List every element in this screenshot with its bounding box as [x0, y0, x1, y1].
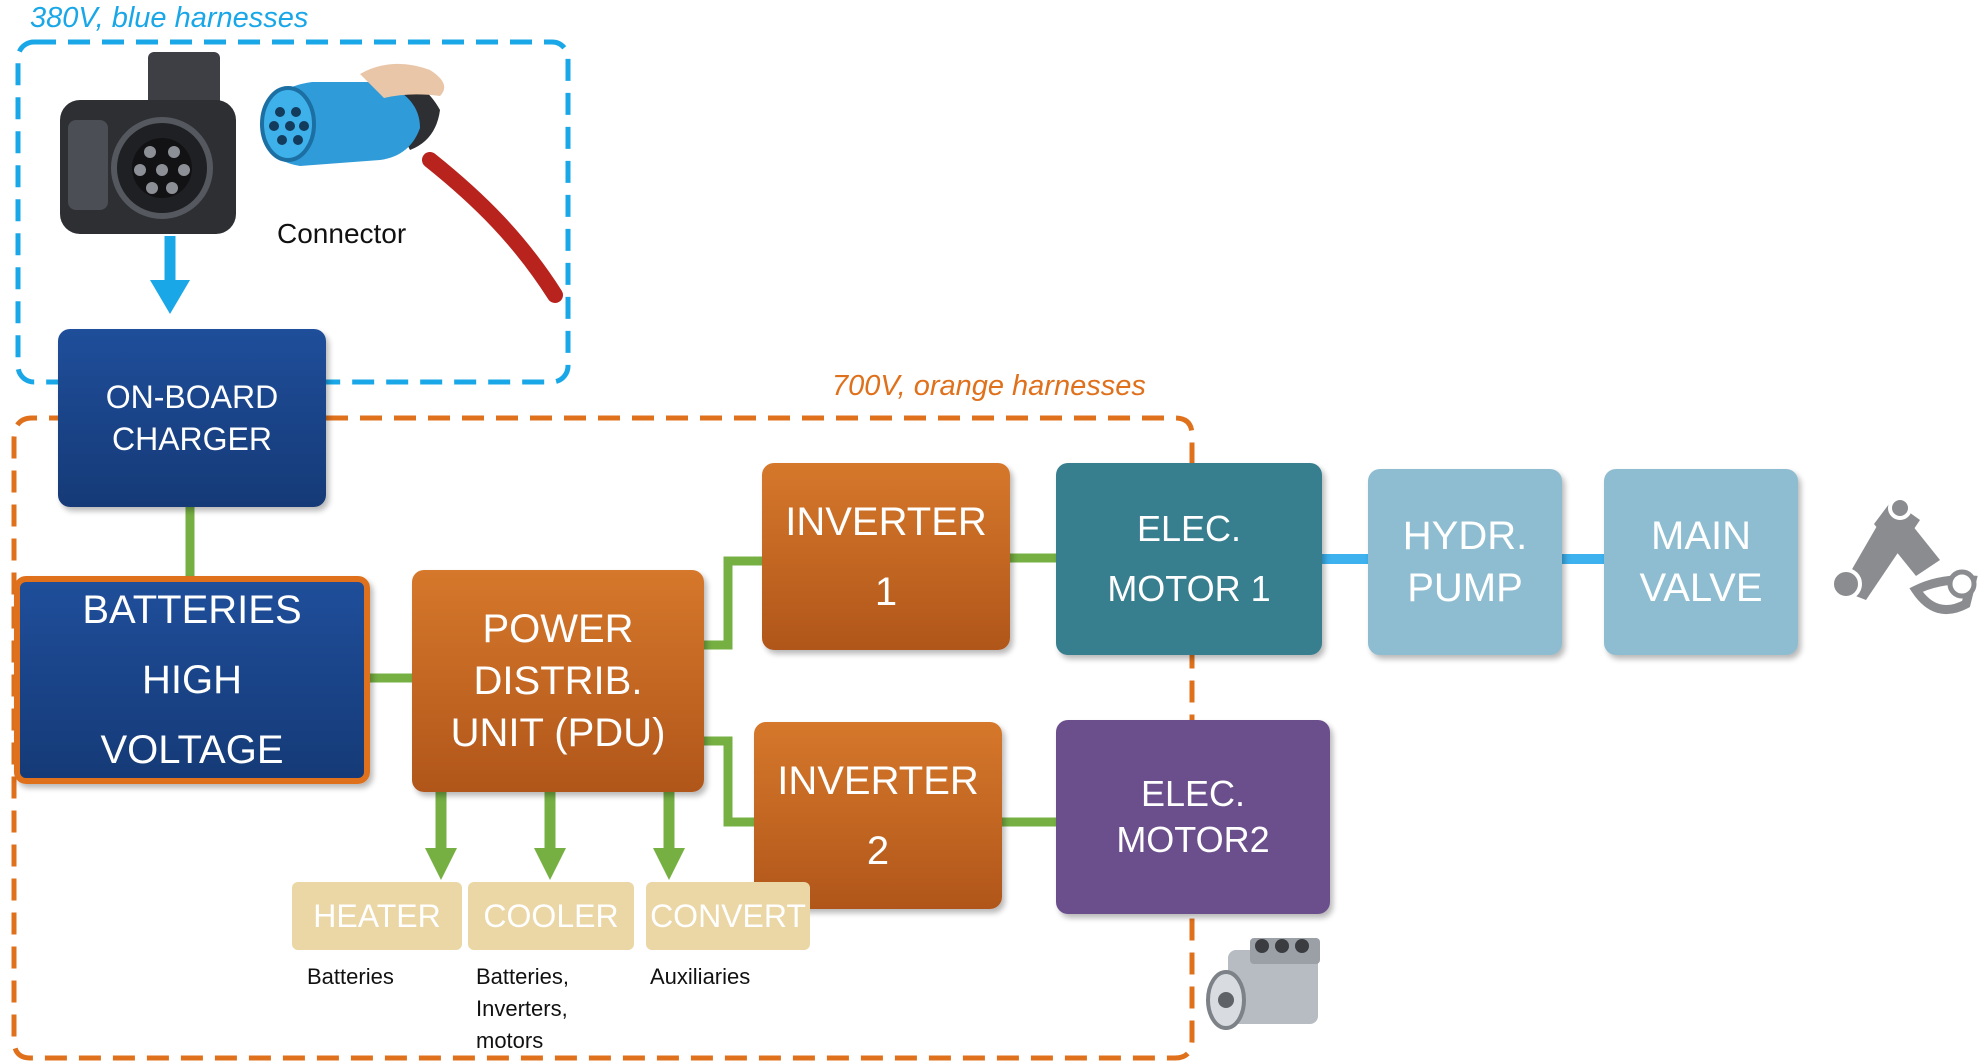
- low-voltage-zone-label: 380V, blue harnesses: [30, 2, 309, 34]
- main-valve-block: MAIN VALVE: [1604, 469, 1798, 655]
- hydraulic-pump-line-2: PUMP: [1407, 566, 1523, 610]
- converter-block: CONVERT: [646, 882, 810, 950]
- excavator-arm-icon: [1830, 496, 1978, 615]
- heater-label: HEATER: [313, 897, 441, 934]
- cooler-note-line-1: Batteries,: [476, 964, 569, 989]
- on-board-charger-block: ON-BOARD CHARGER: [58, 329, 326, 507]
- inlet-charger-arrow: [150, 280, 190, 314]
- inverter-2-block: INVERTER 2: [754, 722, 1002, 909]
- inverter-1-block: INVERTER 1: [762, 463, 1010, 650]
- pdu-inverter2-link: [704, 736, 758, 827]
- inverter-2-line-2: 2: [866, 828, 890, 873]
- pdu-line-1: POWER: [482, 607, 634, 651]
- electric-motor-2-block: ELEC. MOTOR2: [1056, 720, 1330, 914]
- electric-motor-icon: [1206, 938, 1320, 1030]
- main-valve-line-2: VALVE: [1639, 566, 1763, 610]
- converter-note: Auxiliaries: [650, 961, 750, 993]
- convert-arrow: [653, 848, 685, 880]
- inverter-2-line-1: INVERTER: [777, 758, 979, 803]
- pdu-block: POWER DISTRIB. UNIT (PDU): [412, 570, 704, 792]
- electric-motor-1-line-2: MOTOR 1: [1107, 568, 1271, 609]
- on-board-charger-line-1: ON-BOARD: [105, 379, 279, 415]
- pdu-line-2: DISTRIB.: [473, 659, 643, 703]
- pdu-inverter1-link: [704, 556, 764, 650]
- batteries-line-3: VOLTAGE: [100, 728, 284, 772]
- heater-note-line-1: Batteries: [307, 964, 394, 989]
- cooler-label: COOLER: [483, 897, 619, 934]
- batteries-line-1: BATTERIES: [82, 588, 302, 632]
- high-voltage-zone-outline: [11, 415, 1195, 1061]
- charging-plug-icon: [260, 63, 563, 303]
- cooler-note-line-3: motors: [476, 1028, 544, 1053]
- converter-label: CONVERT: [650, 897, 806, 934]
- converter-note-line-1: Auxiliaries: [650, 964, 751, 989]
- pdu-line-3: UNIT (PDU): [450, 711, 666, 755]
- batteries-block: BATTERIES HIGH VOLTAGE: [14, 576, 370, 784]
- inverter-1-line-1: INVERTER: [785, 499, 987, 544]
- electric-motor-2-line-1: ELEC.: [1140, 773, 1246, 814]
- on-board-charger-line-2: CHARGER: [111, 421, 272, 457]
- electric-motor-1-line-1: ELEC.: [1136, 508, 1242, 549]
- heater-note: Batteries: [307, 961, 394, 993]
- cooler-note: Batteries, Inverters, motors: [476, 961, 569, 1057]
- hydraulic-pump-block: HYDR. PUMP: [1368, 469, 1562, 655]
- high-voltage-zone-label: 700V, orange harnesses: [832, 370, 1146, 402]
- electric-motor-1-block: ELEC. MOTOR 1: [1056, 463, 1322, 655]
- heater-arrow: [425, 848, 457, 880]
- cooler-block: COOLER: [468, 882, 634, 950]
- connector-label: Connector: [277, 218, 407, 249]
- electric-motor-2-line-2: MOTOR2: [1116, 819, 1270, 860]
- charging-inlet-icon: [60, 52, 236, 234]
- inverter-1-line-2: 1: [874, 569, 898, 614]
- cooler-arrow: [534, 848, 566, 880]
- batteries-line-2: HIGH: [142, 658, 242, 702]
- main-valve-line-1: MAIN: [1651, 514, 1751, 558]
- cooler-note-line-2: Inverters,: [476, 996, 568, 1021]
- hydraulic-pump-line-1: HYDR.: [1402, 514, 1528, 558]
- heater-block: HEATER: [292, 882, 462, 950]
